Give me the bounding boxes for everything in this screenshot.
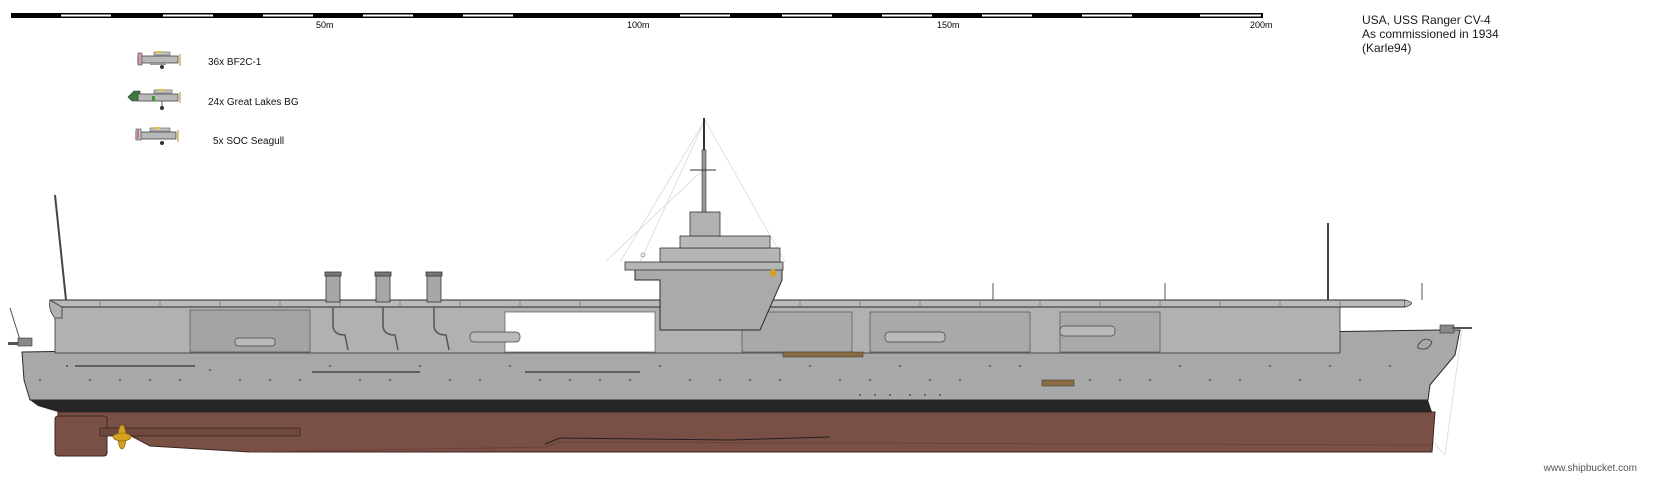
biplane-bf2c-icon <box>137 51 181 69</box>
scale-tick-50m: 50m <box>316 20 334 30</box>
boot-topping <box>30 400 1432 412</box>
rudder <box>54 415 108 457</box>
propeller <box>112 424 132 450</box>
watermark: www.shipbucket.com <box>1543 463 1637 474</box>
fore-gun <box>1439 324 1455 334</box>
funnels <box>324 271 443 303</box>
biplane-great-lakes-bg-icon <box>127 89 181 110</box>
biplane-soc-seagull-icon <box>135 127 179 145</box>
author-credit: (Karle94) <box>1362 41 1412 55</box>
anchor <box>1417 338 1433 350</box>
aft-aerial-mast <box>54 194 67 301</box>
scale-tick-200m: 200m <box>1250 20 1273 30</box>
legend-item-soc-seagull: 5x SOC Seagull <box>213 136 285 147</box>
mast <box>701 149 707 213</box>
scale-bar <box>11 13 1263 18</box>
legend-item-bf2c: 36x BF2C-1 <box>208 57 262 68</box>
portholes <box>39 365 1391 396</box>
scale-tick-100m: 100m <box>627 20 650 30</box>
legend-icons <box>127 51 181 145</box>
ship-name: USA, USS Ranger CV-4 <box>1362 13 1491 27</box>
title-block: USA, USS Ranger CV-4 As commissioned in … <box>1362 13 1499 55</box>
commission-note: As commissioned in 1934 <box>1362 27 1499 41</box>
legend-item-great-lakes-bg: 24x Great Lakes BG <box>208 97 299 108</box>
scale-tick-150m: 150m <box>937 20 960 30</box>
